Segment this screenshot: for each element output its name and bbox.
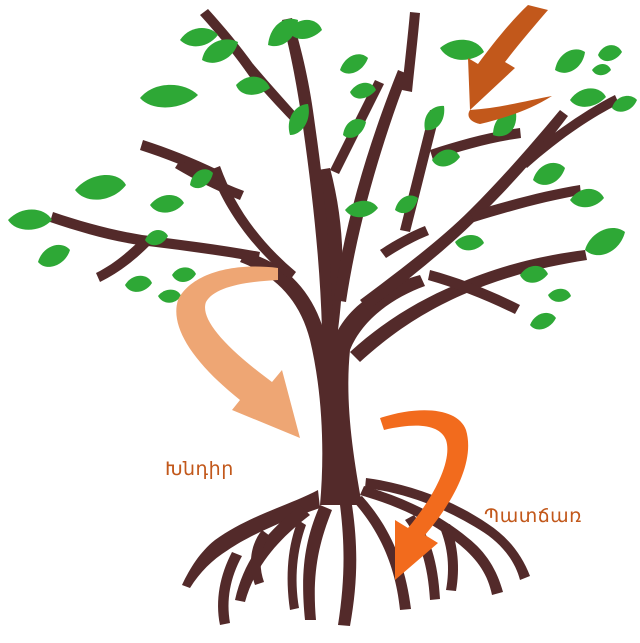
curved-arrow-top (468, 5, 552, 124)
label-cause: Պատճառ (484, 505, 582, 527)
tree-trunk (50, 9, 619, 505)
label-problem: Խնդիր (165, 458, 234, 480)
curved-arrow-middle (176, 267, 300, 438)
